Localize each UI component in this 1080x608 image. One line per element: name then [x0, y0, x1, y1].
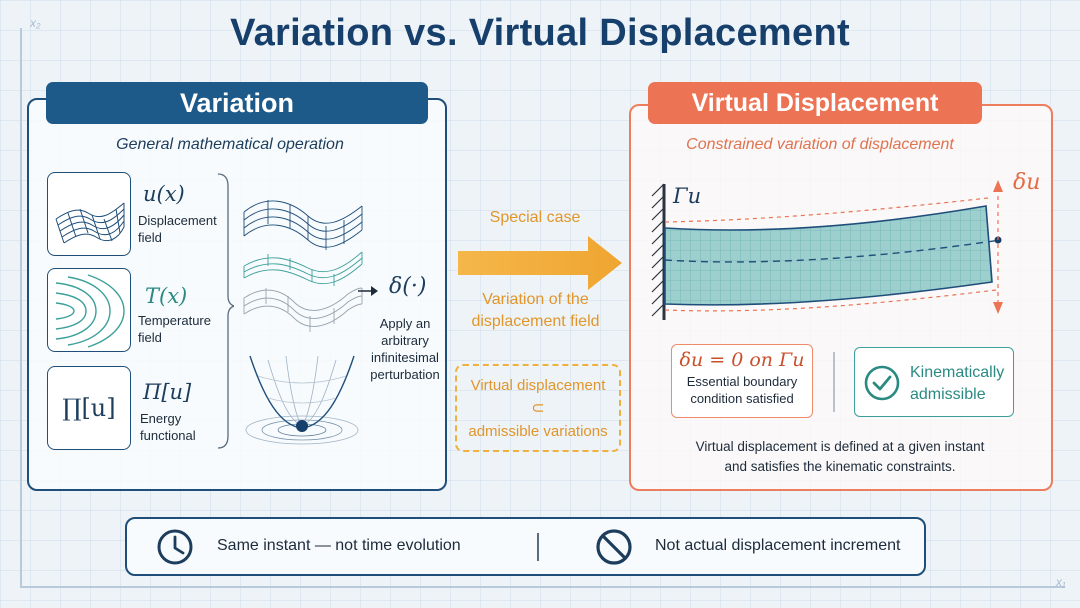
kinematic-text-line1: Kinematically: [910, 364, 1005, 381]
virtual-displacement-symbol: δu: [1013, 170, 1041, 195]
axis-y-label: x₂: [30, 16, 41, 30]
apply-perturbation-text: Apply an arbitrary infinitesimal perturb…: [362, 315, 448, 383]
grouping-bracket: [217, 173, 234, 449]
essential-condition-formula: δu = 0 on Γu: [679, 349, 805, 371]
essential-text-line1: Essential boundary: [686, 374, 798, 389]
subset-symbol: ⊂: [531, 400, 545, 417]
apply-text-line1: Apply an: [379, 316, 431, 331]
apply-text-line2: arbitrary: [381, 333, 429, 348]
bottom-summary-bar: [125, 517, 926, 576]
virtual-note-line2: and satisfies the kinematic constraints.: [724, 459, 956, 474]
kinematic-admissible-text: Kinematically admissible: [910, 362, 1010, 406]
variation-header: Variation: [46, 82, 428, 124]
subset-relation-box: Virtual displacement ⊂ admissible variat…: [455, 364, 621, 452]
variation-of-field-line1: Variation of the: [482, 291, 589, 308]
variation-of-field-line2: displacement field: [471, 313, 600, 330]
prohibited-icon: [596, 529, 632, 565]
energy-label: Energy functional: [140, 410, 196, 444]
temperature-label: Temperature field: [138, 312, 211, 346]
kinematic-admissible-box: [854, 347, 1014, 417]
temperature-field-icon: [47, 268, 131, 352]
same-instant-text: Same instant — not time evolution: [217, 537, 461, 554]
essential-condition-text: Essential boundary condition satisfied: [672, 373, 812, 407]
box-divider: [833, 352, 835, 412]
perturbed-surfaces-graphic: [243, 200, 363, 332]
energy-box-symbol: ∏[u]: [62, 394, 116, 422]
essential-text-line2: condition satisfied: [690, 391, 794, 406]
boundary-gamma-label: Γu: [673, 184, 702, 208]
energy-well-graphic: [245, 355, 359, 445]
variation-subtitle: General mathematical operation: [116, 136, 344, 153]
virtual-displacement-header: Virtual Displacement: [648, 82, 982, 124]
displacement-label: Displacement field: [138, 212, 217, 246]
clock-icon: [157, 529, 193, 565]
axis-y-line: [20, 28, 22, 588]
subset-line2: admissible variations: [468, 423, 608, 440]
operator-arrow: [358, 286, 378, 296]
energy-label-line1: Energy: [140, 411, 182, 426]
special-case-arrow: [458, 236, 622, 290]
special-case-label: Special case: [489, 209, 581, 226]
main-title: Variation vs. Virtual Displacement: [230, 12, 850, 54]
temperature-symbol: T(x): [145, 284, 188, 308]
virtual-note-line1: Virtual displacement is defined at a giv…: [695, 439, 985, 454]
temperature-label-line2: field: [138, 330, 162, 345]
virtual-displacement-note: Virtual displacement is defined at a giv…: [640, 437, 1040, 477]
energy-label-line2: functional: [140, 428, 196, 443]
essential-condition-box: δu = 0 on Γu Essential boundary conditio…: [671, 344, 813, 418]
virtual-displacement-subtitle: Constrained variation of displacement: [686, 136, 954, 153]
subset-line1: Virtual displacement: [470, 377, 606, 394]
not-actual-increment-text: Not actual displacement increment: [655, 537, 901, 554]
energy-symbol: Π[u]: [143, 380, 192, 404]
apply-text-line4: perturbation: [370, 367, 440, 382]
apply-text-line3: infinitesimal: [371, 350, 439, 365]
axis-x-line: [20, 586, 1065, 588]
variation-of-field-label: Variation of the displacement field: [458, 289, 613, 333]
equilibrium-point: [296, 420, 308, 432]
variation-operator: δ(·): [389, 274, 427, 299]
temperature-label-line1: Temperature: [138, 313, 211, 328]
energy-functional-icon: ∏[u]: [47, 366, 131, 450]
axis-x-label: x₁: [1056, 575, 1066, 589]
displacement-label-line2: field: [138, 230, 162, 245]
displacement-field-icon: [47, 172, 131, 256]
bottom-divider: [537, 533, 539, 561]
check-circle-icon: [864, 365, 900, 401]
cantilever-beam-graphic: [651, 180, 1003, 320]
kinematic-text-line2: admissible: [910, 386, 986, 403]
displacement-label-line1: Displacement: [138, 213, 217, 228]
displacement-symbol: u(x): [143, 182, 185, 206]
